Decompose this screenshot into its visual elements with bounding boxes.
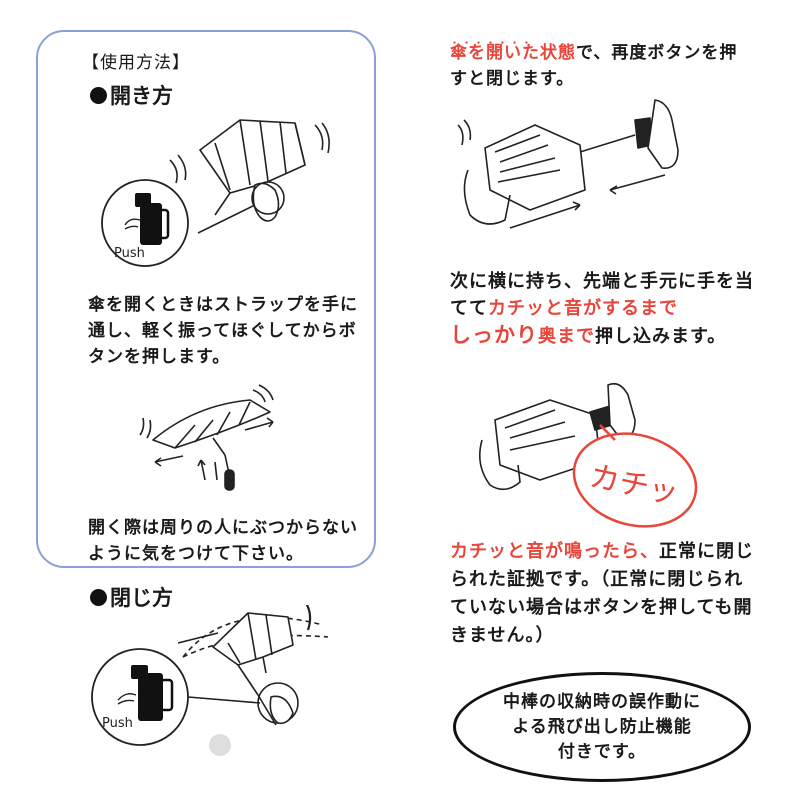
closing-click-illustration: カチッ (479, 382, 698, 528)
anti-misfire-feature-note: 中棒の収納時の誤作動に よる飛び出し防止機能 付きです。 (453, 672, 751, 782)
emphasis-click-sound: カチッと音がするまで (488, 298, 678, 319)
bullet-icon (90, 589, 107, 606)
umbrella-opened-illustration (139, 384, 274, 491)
opening-caution-text: 開く際は周りの人にぶつからないように気をつけて下さい。 (88, 518, 358, 564)
closing-step3-text: カチッと音が鳴ったら、正常に閉じられた証拠です。（正常に閉じられていない場合はボ… (450, 541, 754, 646)
push-label: Push (102, 716, 133, 731)
opening-heading: 開き方 (90, 80, 173, 110)
usage-label: 【使用方法】 (82, 53, 190, 73)
umbrella-close-push-illustration: Push (91, 605, 329, 756)
closing-heading: 閉じ方 (90, 582, 173, 612)
closing-step2-text: 次に横に持ち、先端と手元に手を当ててカチッと音がするまでしっかり奥まで押し込みま… (450, 271, 754, 347)
opening-instructions-panel (36, 30, 376, 568)
push-label: Push (114, 246, 145, 261)
emphasis-when-clicked: カチッと音が鳴ったら、 (450, 541, 659, 562)
bullet-icon (90, 87, 107, 104)
closing-press-illustration (457, 99, 679, 229)
emphasis-open-state: 傘を開いた状態 (450, 43, 576, 63)
emphasis-all-the-way: 奥まで (538, 326, 595, 347)
closing-step1-text: 傘を開いた状態で、再度ボタンを押すと閉じます。 (450, 40, 750, 92)
opening-instruction-text: 傘を開くときはストラップを手に通し、軽く振ってほぐしてからボタンを押します。 (88, 295, 358, 367)
emphasis-firmly: しっかり (450, 323, 538, 347)
umbrella-open-push-illustration: Push (101, 119, 330, 267)
